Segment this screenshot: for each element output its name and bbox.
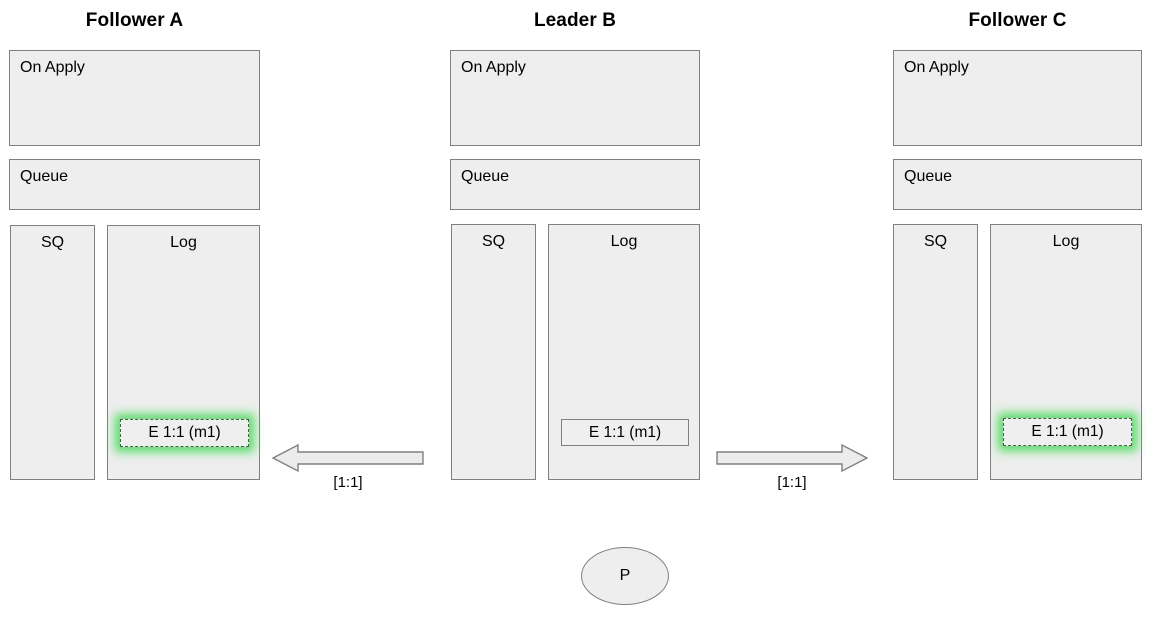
log-entry-follower-c-0[interactable]: E 1:1 (m1) bbox=[1003, 418, 1132, 446]
queue-box-follower-c[interactable]: Queue bbox=[893, 159, 1142, 210]
on-apply-box-follower-c[interactable]: On Apply bbox=[893, 50, 1142, 146]
queue-label: Queue bbox=[904, 168, 953, 185]
on-apply-box-leader-b[interactable]: On Apply bbox=[450, 50, 700, 146]
log-box-leader-b[interactable]: Log E 1:1 (m1) bbox=[548, 224, 700, 480]
node-title-follower-c: Follower C bbox=[968, 10, 1067, 31]
arrow-label-right: [1:1] bbox=[777, 474, 807, 491]
client-node-p[interactable]: P bbox=[581, 547, 669, 605]
node-title-follower-a: Follower A bbox=[85, 10, 184, 31]
client-node-label: P bbox=[619, 567, 631, 584]
sq-box-leader-b[interactable]: SQ bbox=[451, 224, 536, 480]
log-label: Log bbox=[1052, 233, 1080, 250]
on-apply-label: On Apply bbox=[904, 59, 969, 76]
queue-box-follower-a[interactable]: Queue bbox=[9, 159, 260, 210]
arrow-leader-to-follower-a[interactable]: [1:1] bbox=[271, 443, 424, 491]
sq-box-follower-a[interactable]: SQ bbox=[10, 225, 95, 480]
arrow-right-icon bbox=[716, 443, 869, 473]
on-apply-label: On Apply bbox=[20, 59, 85, 76]
arrow-label-left: [1:1] bbox=[333, 474, 363, 491]
sq-label: SQ bbox=[481, 233, 506, 250]
on-apply-box-follower-a[interactable]: On Apply bbox=[9, 50, 260, 146]
log-entry-leader-b-0[interactable]: E 1:1 (m1) bbox=[561, 419, 689, 446]
node-title-leader-b: Leader B bbox=[533, 10, 617, 31]
log-label: Log bbox=[170, 234, 197, 251]
log-entry-follower-a-0[interactable]: E 1:1 (m1) bbox=[120, 419, 249, 447]
log-box-follower-c[interactable]: Log E 1:1 (m1) bbox=[990, 224, 1142, 480]
sq-label: SQ bbox=[923, 233, 948, 250]
arrow-leader-to-follower-c[interactable]: [1:1] bbox=[716, 443, 869, 491]
sq-label: SQ bbox=[40, 234, 65, 251]
queue-label: Queue bbox=[20, 168, 69, 185]
log-box-follower-a[interactable]: Log E 1:1 (m1) bbox=[107, 225, 260, 480]
sq-box-follower-c[interactable]: SQ bbox=[893, 224, 978, 480]
log-label: Log bbox=[610, 233, 638, 250]
queue-label: Queue bbox=[461, 168, 510, 185]
queue-box-leader-b[interactable]: Queue bbox=[450, 159, 700, 210]
on-apply-label: On Apply bbox=[461, 59, 526, 76]
arrow-left-icon bbox=[271, 443, 424, 473]
